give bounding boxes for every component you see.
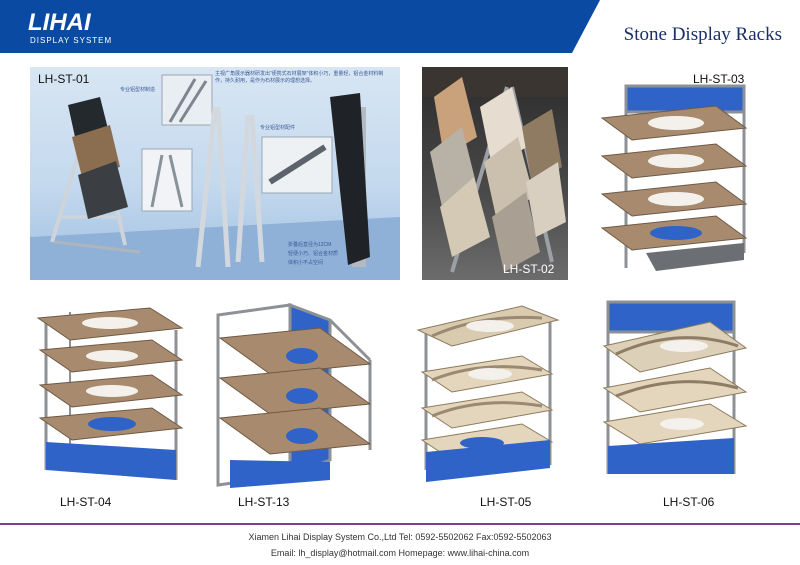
lh-st-01-note-bottom1: 折叠后直径为12CM <box>288 242 332 248</box>
lh-st-02-illustration <box>422 67 568 273</box>
footer-web-line: Email: lh_display@hotmail.com Homepage: … <box>270 548 530 558</box>
product-render-lh-st-06 <box>602 300 748 474</box>
product-code-lh-st-01: LH-ST-01 <box>38 72 90 86</box>
logo-text: LIHAI <box>28 9 92 34</box>
page-title: Stone Display Racks <box>623 24 782 45</box>
product-photo-lh-st-02 <box>422 67 568 280</box>
product-code-lh-st-06: LH-ST-06 <box>663 495 715 509</box>
lh-st-01-note-bottom3: 体积小不占空间 <box>288 260 324 266</box>
lh-st-01-note-bottom2: 轻便小巧、铝合金材质 <box>288 251 339 257</box>
lh-st-01-note-profile: 专业铝型材制造 <box>120 87 156 93</box>
product-render-lh-st-05 <box>416 305 560 482</box>
footer-contact-line: Xiamen Lihai Display System Co.,Ltd Tel:… <box>248 532 552 542</box>
footer-divider <box>0 523 800 525</box>
logo-subtitle: DISPLAY SYSTEM <box>30 36 113 45</box>
product-code-lh-st-02: LH-ST-02 <box>503 262 555 276</box>
lh-st-01-note-parts: 专业铝型材配件 <box>260 125 296 131</box>
product-code-lh-st-13: LH-ST-13 <box>238 495 290 509</box>
shelf-4 <box>600 215 748 251</box>
shelf-1 <box>600 105 748 141</box>
product-code-lh-st-05: LH-ST-05 <box>480 495 532 509</box>
logo-band: LIHAI DISPLAY SYSTEM <box>0 0 600 53</box>
lihai-logo: LIHAI <box>28 9 92 34</box>
product-code-lh-st-04: LH-ST-04 <box>60 495 112 509</box>
product-photo-lh-st-01: 主视广角展示器材研发出“便携式石材展架”体积小巧，重量轻，铝合金材料制作，持久耐… <box>30 67 400 280</box>
shelf-2 <box>600 143 748 179</box>
product-code-lh-st-03: LH-ST-03 <box>693 72 745 86</box>
product-render-lh-st-04 <box>36 307 184 480</box>
lh-st-01-illustration <box>30 74 400 280</box>
shelf-3 <box>600 181 748 217</box>
product-render-lh-st-13 <box>216 302 372 488</box>
page-header: LIHAI DISPLAY SYSTEM Stone Display Racks <box>0 0 800 53</box>
lh-st-01-note-top: 主视广角展示器材研发出“便携式石材展架”体积小巧，重量轻，铝合金材料制作，持久耐… <box>215 71 384 84</box>
product-render-lh-st-03 <box>600 84 748 271</box>
